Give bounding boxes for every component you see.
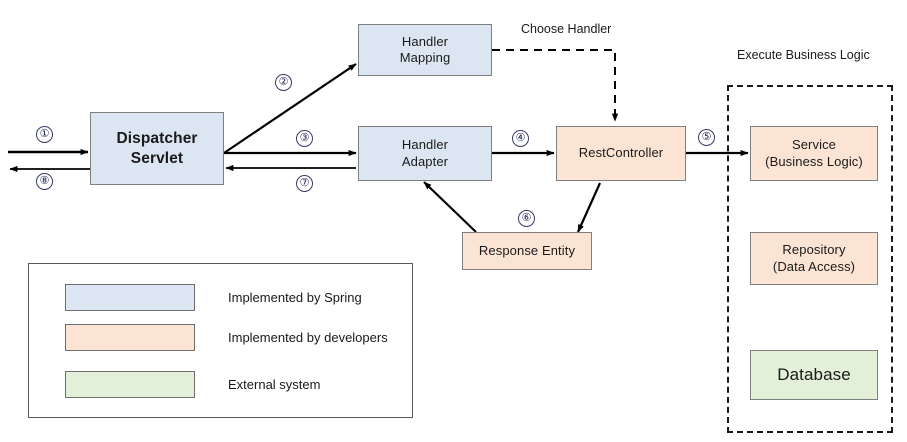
legend-swatch-spring <box>65 284 195 311</box>
edge-rest-controller-to-response-entity <box>576 182 602 233</box>
legend-item-developers: Implemented by developers <box>65 324 388 351</box>
node-handler-mapping[interactable]: Handler Mapping <box>358 24 492 76</box>
legend-label-spring: Implemented by Spring <box>228 290 362 305</box>
node-service-line1: Service <box>791 137 837 153</box>
step-marker-1: ① <box>36 126 53 143</box>
node-service-line2: (Business Logic) <box>765 153 863 169</box>
legend-item-spring: Implemented by Spring <box>65 284 362 311</box>
node-handler-adapter-line2: Adapter <box>401 153 449 169</box>
node-service[interactable]: Service (Business Logic) <box>750 126 878 181</box>
legend-label-external: External system <box>228 377 321 392</box>
step-marker-5: ⑤ <box>698 129 715 146</box>
node-handler-mapping-line1: Handler <box>401 33 449 49</box>
legend-label-developers: Implemented by developers <box>228 330 388 345</box>
edge-response-entity-to-handler-adapter <box>423 181 477 233</box>
node-database-label: Database <box>777 365 851 385</box>
node-response-entity[interactable]: Response Entity <box>462 232 592 270</box>
step-marker-7: ⑦ <box>296 175 313 192</box>
node-dispatcher-servlet[interactable]: Dispatcher Servlet <box>90 112 224 185</box>
choose-handler-label: Choose Handler <box>521 22 612 36</box>
step-marker-8: ⑧ <box>36 173 53 190</box>
step-marker-6: ⑥ <box>518 210 535 227</box>
legend-swatch-developers <box>65 324 195 351</box>
step-marker-4: ④ <box>512 130 529 147</box>
node-handler-adapter-line1: Handler <box>401 137 449 153</box>
node-rest-controller[interactable]: RestController <box>556 126 686 181</box>
node-repository[interactable]: Repository (Data Access) <box>750 232 878 285</box>
step-marker-2: ② <box>275 74 292 91</box>
node-handler-adapter[interactable]: Handler Adapter <box>358 126 492 181</box>
edge-choose-handler <box>492 49 619 122</box>
node-response-entity-label: Response Entity <box>478 242 576 258</box>
node-handler-mapping-line2: Mapping <box>399 50 451 65</box>
legend-item-external: External system <box>65 371 320 398</box>
node-database[interactable]: Database <box>750 350 878 400</box>
node-dispatcher-servlet-line1: Dispatcher <box>116 130 198 148</box>
execute-business-logic-group <box>727 85 893 433</box>
node-rest-controller-label: RestController <box>578 145 664 161</box>
node-dispatcher-servlet-line2: Servlet <box>130 149 184 167</box>
execute-business-logic-label: Execute Business Logic <box>737 48 870 62</box>
node-repository-line1: Repository <box>782 242 846 258</box>
node-repository-line2: (Data Access) <box>772 258 856 274</box>
legend-swatch-external <box>65 371 195 398</box>
step-marker-3: ③ <box>296 130 313 147</box>
